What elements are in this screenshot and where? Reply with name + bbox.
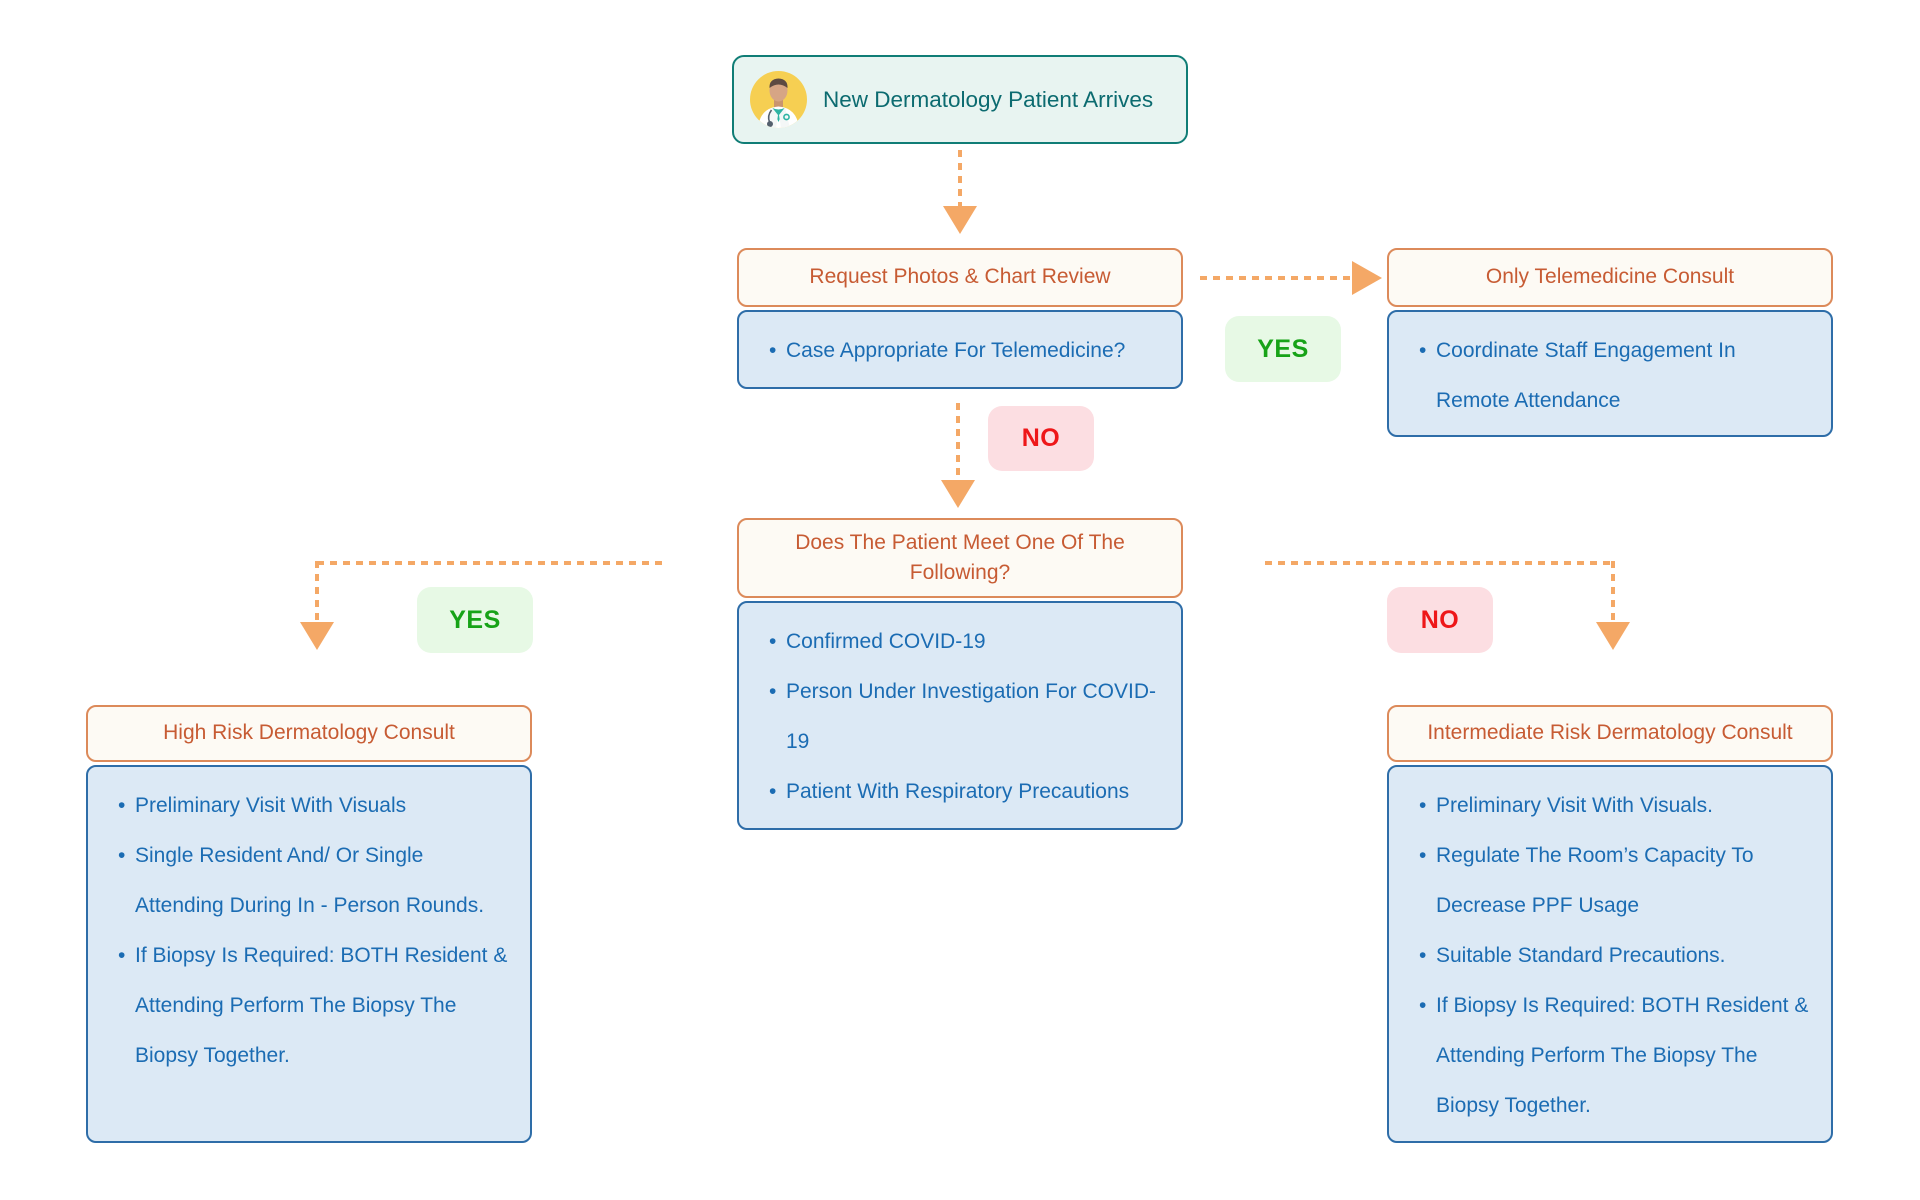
node-high-risk-bullets: Preliminary Visit With VisualsSingle Res… bbox=[118, 781, 510, 1081]
doctor-avatar-icon bbox=[750, 71, 807, 128]
node-intermediate-body: Preliminary Visit With Visuals.Regulate … bbox=[1387, 765, 1833, 1143]
edge-label-yes-telemedicine: YES bbox=[1225, 316, 1341, 382]
bullet-item: Single Resident And/ Or Single Attending… bbox=[118, 831, 510, 931]
bullet-item: Regulate The Room’s Capacity To Decrease… bbox=[1419, 831, 1811, 931]
bullet-item: Person Under Investigation For COVID-19 bbox=[769, 667, 1161, 767]
bullet-item: Preliminary Visit With Visuals. bbox=[1419, 781, 1811, 831]
edge-label-no-intermediate: NO bbox=[1387, 587, 1493, 653]
bullet-item: Case Appropriate For Telemedicine? bbox=[769, 326, 1161, 376]
arrow-elbow-line-intermediate-v bbox=[1611, 561, 1615, 620]
node-start: New Dermatology Patient Arrives bbox=[732, 55, 1188, 144]
node-high-risk-body: Preliminary Visit With VisualsSingle Res… bbox=[86, 765, 532, 1143]
edge-label-yes-high-risk: YES bbox=[417, 587, 533, 653]
arrow-elbow-line-intermediate-h bbox=[1265, 561, 1613, 565]
arrow-down-icon-start bbox=[943, 206, 977, 234]
node-telemedicine-bullets: Coordinate Staff Engagement In Remote At… bbox=[1419, 326, 1811, 426]
arrow-down-icon-decision bbox=[941, 480, 975, 508]
node-decision-title: Does The Patient Meet One Of The Followi… bbox=[737, 518, 1183, 598]
bullet-item: Coordinate Staff Engagement In Remote At… bbox=[1419, 326, 1811, 426]
arrow-down-line-start bbox=[958, 150, 962, 206]
arrow-down-icon-intermediate bbox=[1596, 622, 1630, 650]
arrow-right-line-telemedicine bbox=[1200, 276, 1352, 280]
arrow-elbow-line-high-risk-v bbox=[315, 561, 319, 620]
node-start-title: New Dermatology Patient Arrives bbox=[823, 86, 1154, 112]
node-decision-body: Confirmed COVID-19Person Under Investiga… bbox=[737, 601, 1183, 830]
arrow-right-icon-telemedicine bbox=[1352, 261, 1382, 295]
edge-label-no-inperson: NO bbox=[988, 406, 1094, 471]
node-intermediate-title: Intermediate Risk Dermatology Consult bbox=[1387, 705, 1833, 762]
arrow-down-line-decision bbox=[956, 403, 960, 480]
bullet-item: Preliminary Visit With Visuals bbox=[118, 781, 510, 831]
node-request-review-body: Case Appropriate For Telemedicine? bbox=[737, 310, 1183, 389]
arrow-elbow-line-high-risk-h bbox=[317, 561, 665, 565]
node-high-risk-title: High Risk Dermatology Consult bbox=[86, 705, 532, 762]
node-request-review-bullets: Case Appropriate For Telemedicine? bbox=[769, 326, 1161, 376]
node-intermediate-bullets: Preliminary Visit With Visuals.Regulate … bbox=[1419, 781, 1811, 1131]
bullet-item: Patient With Respiratory Precautions bbox=[769, 767, 1161, 817]
arrow-down-icon-high-risk bbox=[300, 622, 334, 650]
bullet-item: If Biopsy Is Required: BOTH Resident & A… bbox=[118, 931, 510, 1081]
node-request-review-title: Request Photos & Chart Review bbox=[737, 248, 1183, 307]
bullet-item: Confirmed COVID-19 bbox=[769, 617, 1161, 667]
bullet-item: Suitable Standard Precautions. bbox=[1419, 931, 1811, 981]
node-telemedicine-body: Coordinate Staff Engagement In Remote At… bbox=[1387, 310, 1833, 437]
node-telemedicine-title: Only Telemedicine Consult bbox=[1387, 248, 1833, 307]
bullet-item: If Biopsy Is Required: BOTH Resident & A… bbox=[1419, 981, 1811, 1131]
node-decision-bullets: Confirmed COVID-19Person Under Investiga… bbox=[769, 617, 1161, 817]
